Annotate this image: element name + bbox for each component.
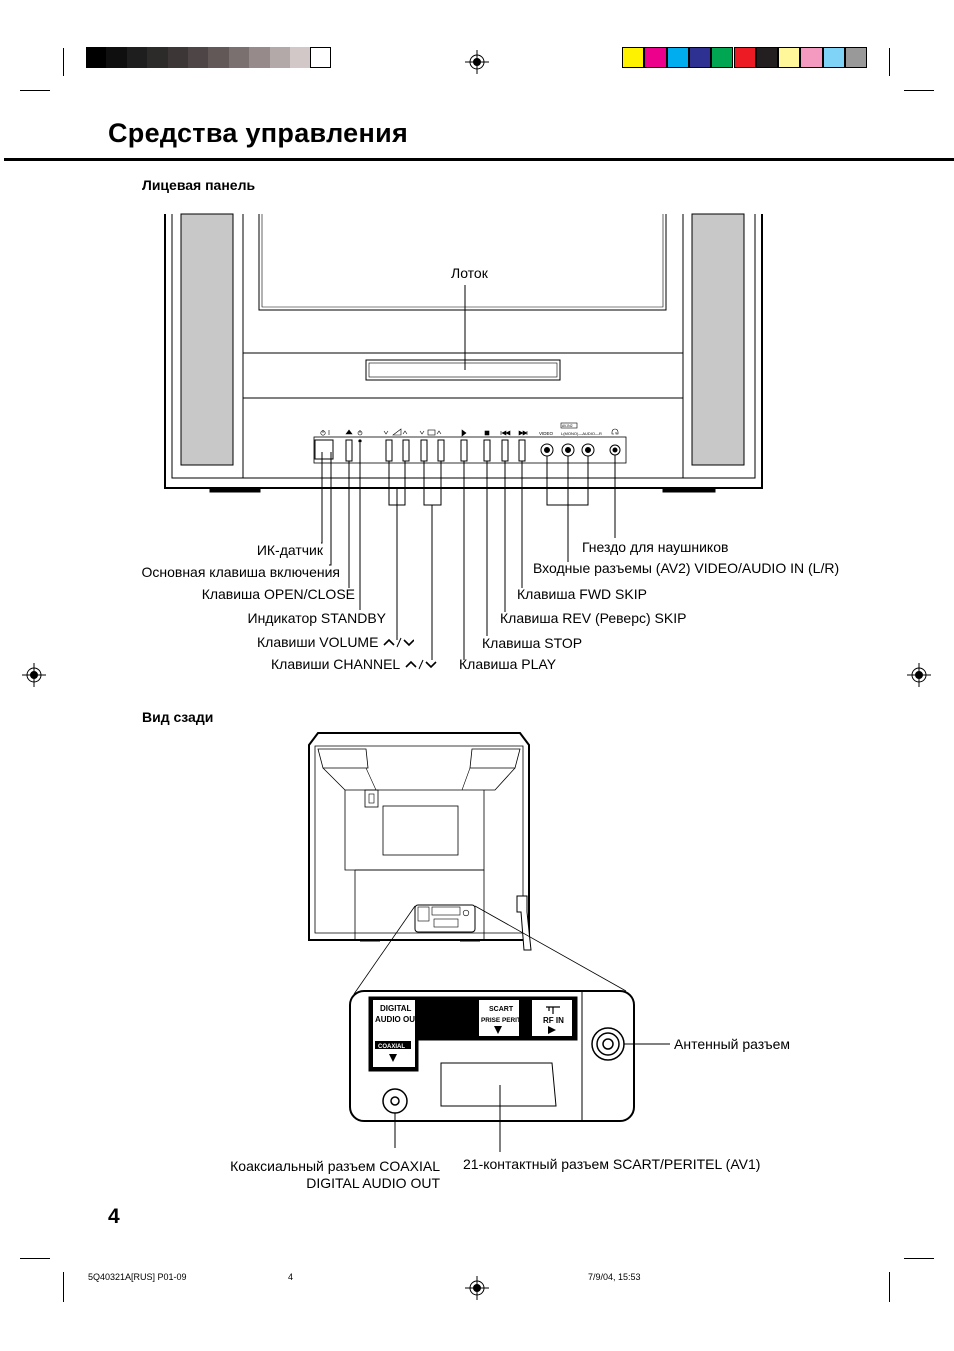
- panel-av2-mark: AV-IN2: [562, 424, 573, 428]
- stop-label: Клавиша STOP: [482, 635, 583, 651]
- gray-swatch: [249, 47, 270, 68]
- open-close-label: Клавиша OPEN/CLOSE: [201, 586, 355, 602]
- scart-text-line2: PRISE PERITEL: [481, 1017, 529, 1024]
- color-swatch: [845, 47, 868, 68]
- footer-datetime: 7/9/04, 15:53: [588, 1272, 641, 1282]
- color-swatch: [666, 47, 689, 68]
- footer-doc-code: 5Q40321A[RUS] P01-09: [88, 1272, 187, 1282]
- ir-sensor-label: ИК-датчик: [256, 542, 323, 558]
- scart-text-line1: SCART: [489, 1006, 514, 1013]
- av2-inputs-label: Входные разъемы (AV2) VIDEO/AUDIO IN (L/…: [533, 560, 840, 576]
- color-swatch: [755, 47, 779, 68]
- channel-label: Клавиши CHANNEL: [271, 656, 438, 672]
- scart-label: 21-контактный разъем SCART/PERITEL (AV1): [463, 1156, 761, 1172]
- page-number: 4: [108, 1205, 120, 1228]
- front-panel-heading: Лицевая панель: [142, 177, 256, 193]
- page-title: Средства управления: [108, 118, 409, 148]
- gray-swatch: [106, 47, 127, 68]
- title-rule: [4, 158, 954, 161]
- digital-text-line2: AUDIO OUT: [375, 1015, 420, 1024]
- gray-swatch: [269, 47, 290, 68]
- standby-label: Индикатор STANDBY: [247, 610, 387, 626]
- coax-label-line1: Коаксиальный разъем COAXIAL: [230, 1158, 440, 1174]
- color-swatch: [644, 47, 667, 68]
- registration-target-top: [465, 50, 489, 74]
- gray-swatch: [188, 47, 209, 68]
- tray-label: Лоток: [451, 265, 488, 281]
- registration-target-left: [22, 663, 46, 687]
- color-swatch: [778, 47, 801, 68]
- color-swatch: [688, 47, 712, 68]
- antenna-label: Антенный разъем: [674, 1036, 791, 1052]
- gray-swatch: [290, 47, 311, 68]
- up-down-chevrons-icon: [383, 637, 415, 648]
- panel-video-mark: VIDEO: [539, 431, 554, 436]
- coaxial-text: COAXIAL: [378, 1044, 405, 1050]
- svg-text:L(MONO)—AUDIO—R: L(MONO)—AUDIO—R: [561, 431, 602, 436]
- gray-swatch: [228, 47, 250, 68]
- rear-view-heading: Вид сзади: [142, 709, 214, 725]
- gray-swatch: [86, 47, 107, 68]
- gray-swatch: [167, 47, 188, 68]
- rev-skip-label: Клавиша REV (Реверс) SKIP: [500, 610, 687, 626]
- footer-page: 4: [288, 1272, 294, 1282]
- play-label: Клавиша PLAY: [459, 656, 557, 672]
- color-swatch: [733, 47, 756, 68]
- main-power-label: Основная клавиша включения: [141, 564, 340, 580]
- registration-target-right: [907, 663, 931, 687]
- color-swatch: [822, 47, 845, 68]
- color-swatch: [711, 47, 734, 68]
- rf-in-text: RF IN: [543, 1016, 564, 1025]
- gray-swatch: [310, 47, 331, 68]
- registration-target-bottom: [465, 1276, 489, 1300]
- color-swatch: [800, 47, 823, 68]
- digital-text-line1: DIGITAL: [380, 1004, 412, 1013]
- gray-swatch: [126, 47, 148, 68]
- coax-label-line2: DIGITAL AUDIO OUT: [306, 1175, 440, 1191]
- gray-swatch: [147, 47, 168, 68]
- gray-swatch: [208, 47, 229, 68]
- fwd-skip-label: Клавиша FWD SKIP: [517, 586, 647, 602]
- headphone-label: Гнездо для наушников: [582, 539, 729, 555]
- color-swatch: [622, 47, 645, 68]
- volume-label: Клавиши VOLUME: [257, 634, 415, 650]
- up-down-chevrons-icon: [405, 659, 437, 670]
